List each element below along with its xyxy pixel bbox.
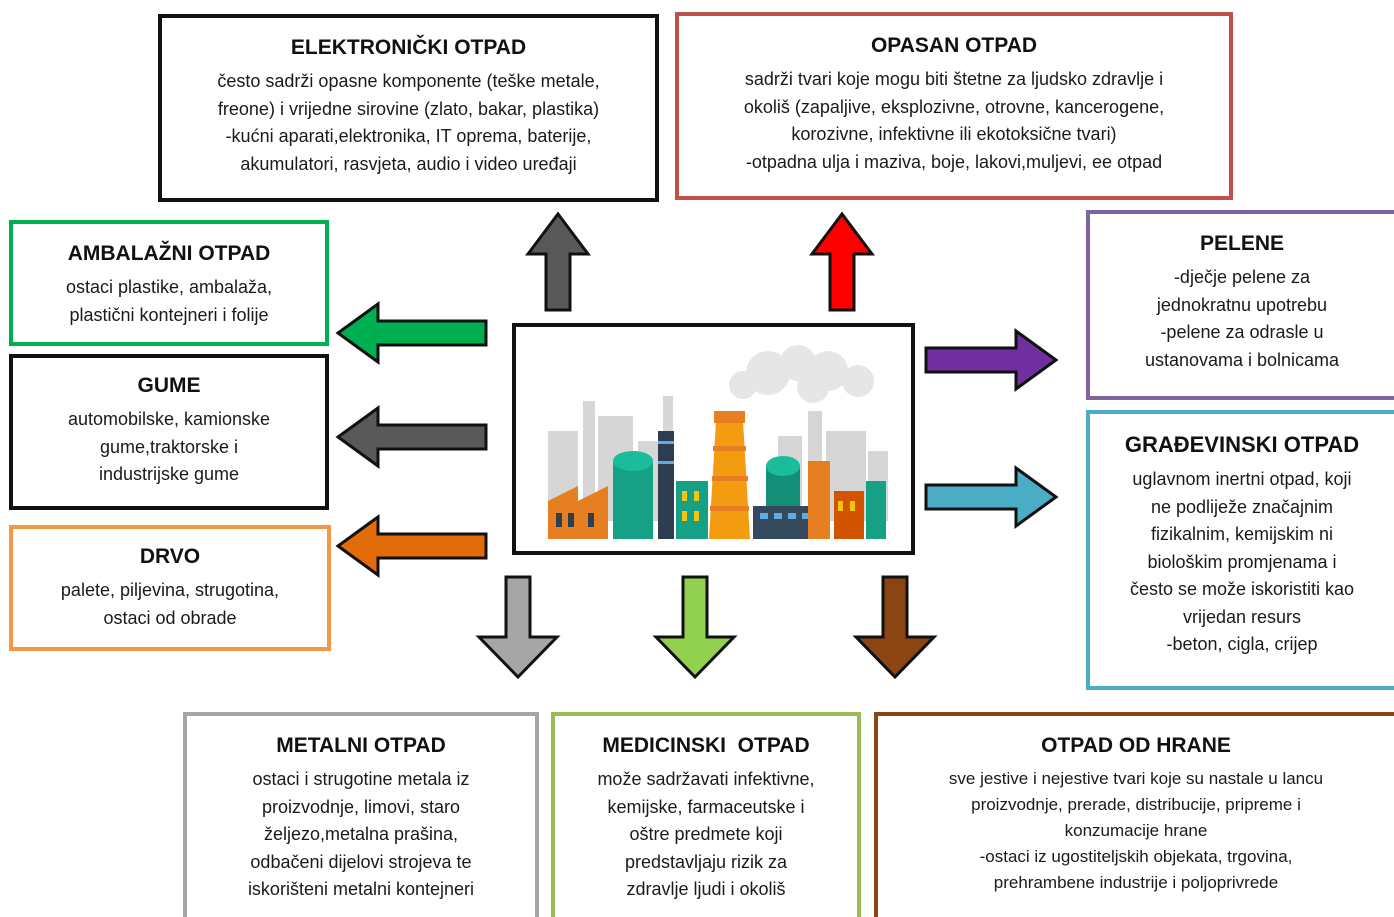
center-factory-image bbox=[512, 323, 915, 555]
box-opasan-otpad: OPASAN OTPAD sadrži tvari koje mogu biti… bbox=[675, 12, 1233, 200]
arrow-gradjevinski bbox=[924, 465, 1059, 529]
arrow-hrana bbox=[852, 575, 938, 680]
box-gradjevinski-otpad: GRAĐEVINSKI OTPAD uglavnom inertni otpad… bbox=[1086, 410, 1394, 690]
box-title: PELENE bbox=[1199, 232, 1285, 255]
box-metalni-otpad: METALNI OTPAD ostaci i strugotine metala… bbox=[183, 712, 539, 917]
box-otpad-od-hrane: OTPAD OD HRANE sve jestive i nejestive t… bbox=[874, 712, 1394, 917]
arrow-metalni bbox=[475, 575, 561, 680]
box-description: ostaci i strugotine metala iz proizvodnj… bbox=[247, 769, 475, 899]
box-description: može sadržavati infektivne, kemijske, fa… bbox=[597, 769, 815, 899]
arrow-medicinski bbox=[652, 575, 738, 680]
box-ambalazni-otpad: AMBALAŽNI OTPAD ostaci plastike, ambalaž… bbox=[9, 220, 329, 346]
box-title: OTPAD OD HRANE bbox=[1041, 734, 1231, 757]
box-description: ostaci plastike, ambalaža, plastični kon… bbox=[65, 277, 273, 325]
box-elektronicki-otpad: ELEKTRONIČKI OTPAD često sadrži opasne k… bbox=[158, 14, 659, 202]
arrow-drvo bbox=[335, 514, 488, 578]
box-description: -dječje pelene za jednokratnu upotrebu -… bbox=[1144, 267, 1340, 370]
box-description: sve jestive i nejestive tvari koje su na… bbox=[948, 769, 1324, 892]
factory-illustration bbox=[548, 345, 888, 539]
box-description: palete, piljevina, strugotina, ostaci od… bbox=[60, 580, 280, 628]
arrow-gume bbox=[335, 405, 488, 469]
box-pelene: PELENE -dječje pelene za jednokratnu upo… bbox=[1086, 210, 1394, 400]
box-description: često sadrži opasne komponente (teške me… bbox=[217, 71, 600, 174]
arrow-pelene bbox=[924, 328, 1059, 392]
box-title: ELEKTRONIČKI OTPAD bbox=[290, 36, 527, 59]
box-title: GRAĐEVINSKI OTPAD bbox=[1124, 432, 1360, 457]
arrow-elektronicki bbox=[525, 211, 591, 312]
arrow-opasan bbox=[809, 211, 875, 312]
box-title: AMBALAŽNI OTPAD bbox=[67, 242, 271, 265]
box-gume: GUME automobilske, kamionske gume,trakto… bbox=[9, 354, 329, 510]
box-title: METALNI OTPAD bbox=[276, 734, 446, 757]
box-description: sadrži tvari koje mogu biti štetne za lj… bbox=[743, 69, 1165, 172]
box-title: MEDICINSKI OTPAD bbox=[602, 734, 810, 757]
box-description: uglavnom inertni otpad, koji ne podlijež… bbox=[1129, 469, 1355, 654]
box-title: GUME bbox=[137, 374, 201, 397]
box-drvo: DRVO palete, piljevina, strugotina, osta… bbox=[9, 525, 331, 651]
box-title: OPASAN OTPAD bbox=[870, 34, 1038, 57]
arrow-ambalazni bbox=[335, 301, 488, 365]
box-title: DRVO bbox=[139, 545, 201, 568]
box-medicinski-otpad: MEDICINSKI OTPAD može sadržavati infekti… bbox=[551, 712, 861, 917]
box-description: automobilske, kamionske gume,traktorske … bbox=[67, 409, 271, 484]
